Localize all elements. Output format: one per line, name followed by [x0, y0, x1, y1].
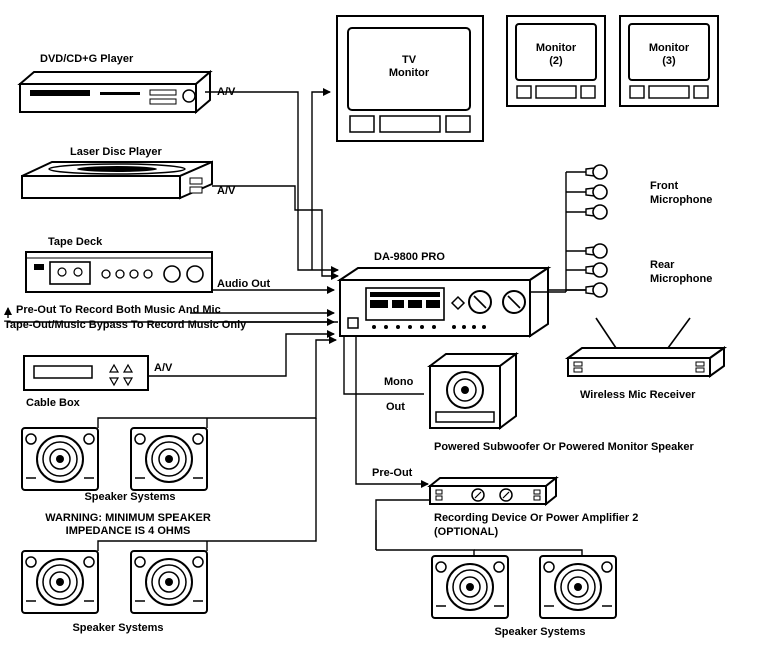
rear-mic-label-line-1: Rear: [650, 259, 675, 271]
dvd-player-icon: [17, 69, 213, 115]
warning-line-1: WARNING: MINIMUM SPEAKER: [45, 512, 211, 524]
tv-label-line-2: Monitor: [389, 67, 430, 79]
front-mic-label-line-1: Front: [650, 180, 678, 192]
cable-box-label: Cable Box: [26, 397, 81, 409]
subwoofer-icon: [427, 352, 519, 430]
source-wiring: [8, 88, 339, 551]
mono-out-label-line-1: Mono: [384, 376, 414, 388]
speaker-left-bottom-2-icon: [130, 550, 208, 614]
recording-device-label-line-1: Recording Device Or Power Amplifier 2: [434, 512, 638, 524]
speaker-systems-left-bottom-label: Speaker Systems: [72, 622, 163, 634]
front-mic-3-icon: [565, 204, 608, 220]
monitor-2-icon: [506, 15, 606, 107]
av-label-laser: A/V: [217, 185, 236, 197]
speaker-right-2-icon: [539, 555, 617, 619]
speaker-left-top-2-icon: [130, 427, 208, 491]
laser-disc-player-label: Laser Disc Player: [70, 146, 162, 158]
dvd-player-label: DVD/CD+G Player: [40, 53, 134, 65]
output-wiring: [343, 336, 430, 550]
front-mic-label-line-2: Microphone: [650, 194, 712, 206]
rear-mic-label-line-2: Microphone: [650, 273, 712, 285]
pre-out-label: Pre-Out: [372, 467, 413, 479]
wireless-receiver-icon: [564, 317, 728, 378]
warning-line-2: IMPEDANCE IS 4 OHMS: [66, 525, 191, 537]
tv-label-line-1: TV: [402, 54, 417, 66]
tape-deck-icon: [25, 251, 213, 293]
pre-out-record-label: Pre-Out To Record Both Music And Mic: [16, 304, 221, 316]
main-unit-label: DA-9800 PRO: [374, 251, 445, 263]
rear-mic-2-icon: [565, 262, 608, 278]
tape-deck-label: Tape Deck: [48, 236, 103, 248]
mono-out-label-line-2: Out: [386, 401, 405, 413]
speaker-left-bottom-1-icon: [21, 550, 99, 614]
tv-monitor-icon: [336, 15, 484, 142]
tape-out-label: Tape-Out/Music Bypass To Record Music On…: [4, 319, 247, 331]
monitor-3-icon: [619, 15, 719, 107]
monitor-3-label-line-1: Monitor: [649, 42, 690, 54]
speaker-left-top-1-icon: [21, 427, 99, 491]
main-unit-icon: [336, 266, 552, 338]
cable-box-icon: [23, 355, 149, 391]
front-mic-2-icon: [565, 184, 608, 200]
recording-device-icon: [427, 475, 559, 507]
monitor-2-label-line-2: (2): [549, 55, 563, 67]
speaker-systems-left-top-label: Speaker Systems: [84, 491, 175, 503]
monitor-3-label-line-2: (3): [662, 55, 676, 67]
right-speaker-wiring: [376, 549, 583, 556]
laser-disc-player-icon: [21, 160, 213, 200]
speaker-systems-right-label: Speaker Systems: [494, 626, 585, 638]
recording-device-label-line-2: (OPTIONAL): [434, 526, 498, 538]
speaker-right-1-icon: [431, 555, 509, 619]
rear-mic-3-icon: [565, 282, 608, 298]
wireless-receiver-label: Wireless Mic Receiver: [580, 389, 696, 401]
av-label-cable: A/V: [154, 362, 173, 374]
rear-mic-1-icon: [565, 243, 608, 259]
audio-out-label: Audio Out: [217, 278, 270, 290]
monitor-2-label-line-1: Monitor: [536, 42, 577, 54]
subwoofer-label: Powered Subwoofer Or Powered Monitor Spe…: [434, 441, 694, 453]
front-mic-1-icon: [565, 164, 608, 180]
